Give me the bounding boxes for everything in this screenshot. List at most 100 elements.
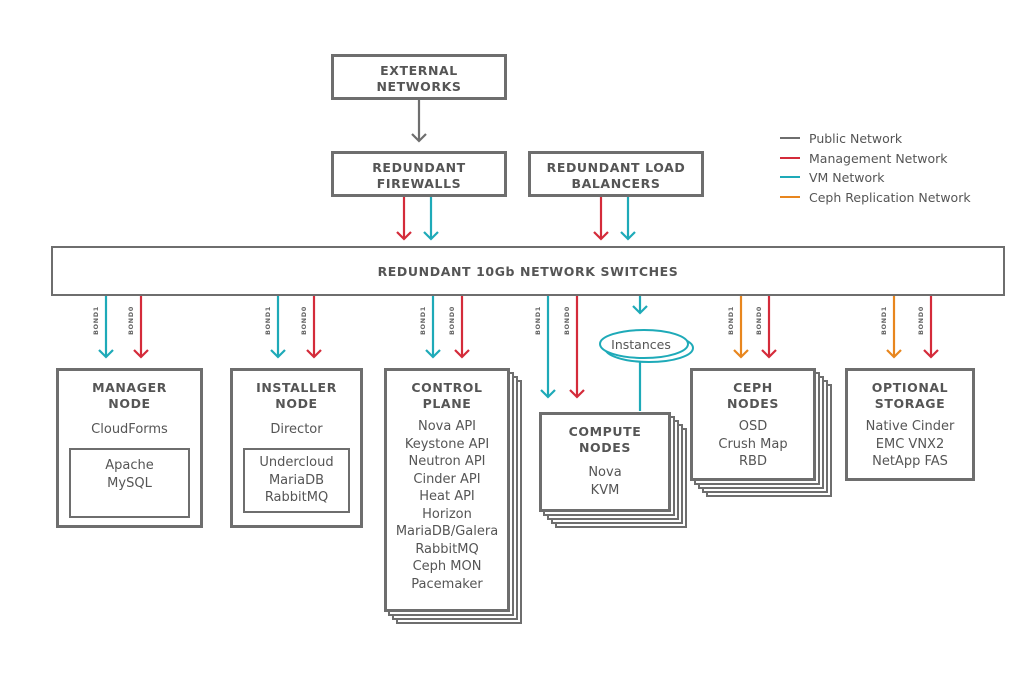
external-networks-box: EXTERNAL NETWORKS (331, 54, 507, 100)
legend-public: Public Network (780, 128, 902, 148)
bond0-label: BOND0 (917, 306, 925, 335)
bond0-label: BOND0 (127, 306, 135, 335)
compute-item: Nova (588, 465, 622, 480)
storage-item: NetApp FAS (872, 454, 948, 469)
legend-public-label: Public Network (809, 130, 903, 146)
ceph-item: OSD (738, 419, 768, 434)
manager-item: Apache (105, 458, 154, 473)
bond0-label: BOND0 (563, 306, 571, 335)
management-arrow-manager (133, 296, 149, 359)
control-plane-line1: CONTROL (411, 380, 483, 395)
bond1-label: BOND1 (534, 306, 542, 335)
vm-arrow-compute (540, 296, 556, 399)
bond1-label: BOND1 (419, 306, 427, 335)
bond1-label: BOND1 (264, 306, 272, 335)
optional-storage-line1: OPTIONAL (871, 380, 949, 395)
management-arrow-firewalls (396, 197, 412, 241)
optional-storage-box: OPTIONAL STORAGE Native Cinder EMC VNX2 … (845, 368, 975, 481)
vm-arrow-instances (632, 296, 648, 315)
public-arrow-external-firewalls (411, 100, 427, 143)
control-plane-item: Neutron API (408, 454, 486, 469)
control-plane-item: Pacemaker (411, 576, 483, 592)
compute-nodes-line2: NODES (578, 440, 631, 455)
management-arrow-ceph-nodes (761, 296, 777, 359)
control-plane-item: RabbitMQ (415, 541, 479, 557)
control-plane-item: Horizon (422, 506, 472, 522)
legend-ceph-swatch (780, 196, 800, 198)
network-switches-label: REDUNDANT 10Gb NETWORK SWITCHES (377, 264, 679, 279)
compute-nodes-box: COMPUTE NODES Nova KVM (539, 412, 671, 512)
storage-item: Native Cinder (865, 419, 955, 434)
legend-vm-swatch (780, 176, 800, 178)
legend-management-swatch (780, 157, 800, 159)
ceph-nodes-line1: CEPH (733, 380, 773, 395)
load-balancers-line2: BALANCERS (571, 176, 661, 191)
instances-label: Instances (611, 337, 671, 352)
external-networks-line1: EXTERNAL (380, 63, 458, 78)
management-arrow-control (454, 296, 470, 359)
firewalls-line1: REDUNDANT (372, 160, 466, 175)
installer-node-inner: Undercloud MariaDB RabbitMQ (243, 448, 350, 513)
firewalls-box: REDUNDANT FIREWALLS (331, 151, 507, 197)
control-plane-box: CONTROL PLANE Nova API Keystone API Neut… (384, 368, 510, 612)
installer-item: MariaDB (268, 472, 325, 488)
control-plane-item: Ceph MON (412, 559, 482, 574)
manager-node-inner: Apache MySQL (69, 448, 190, 518)
legend-management-label: Management Network (809, 150, 948, 166)
vm-arrow-load-balancers (620, 197, 636, 241)
management-arrow-compute (569, 296, 585, 399)
installer-item: RabbitMQ (264, 490, 329, 505)
installer-node-box: INSTALLER NODE Director Undercloud Maria… (230, 368, 363, 528)
management-arrow-installer (306, 296, 322, 359)
installer-node-line2: NODE (275, 396, 318, 411)
legend-ceph: Ceph Replication Network (780, 187, 971, 207)
optional-storage-line2: STORAGE (874, 396, 946, 411)
ceph-item: Crush Map (718, 436, 788, 452)
legend-vm-label: VM Network (809, 169, 885, 185)
ceph-nodes-line2: NODES (726, 396, 779, 411)
bond0-label: BOND0 (300, 306, 308, 335)
ceph-item: RBD (739, 454, 767, 469)
vm-arrow-control (425, 296, 441, 359)
load-balancers-line1: REDUNDANT LOAD (546, 160, 686, 175)
bond0-label: BOND0 (755, 306, 763, 335)
bond1-label: BOND1 (92, 306, 100, 335)
network-switches-bar: REDUNDANT 10Gb NETWORK SWITCHES (51, 246, 1005, 296)
external-networks-line2: NETWORKS (376, 79, 462, 94)
installer-item: Undercloud (259, 455, 334, 470)
bond0-label: BOND0 (448, 306, 456, 335)
compute-nodes-line1: COMPUTE (568, 424, 642, 439)
vm-arrow-firewalls (423, 197, 439, 241)
load-balancers-box: REDUNDANT LOAD BALANCERS (528, 151, 704, 197)
ceph-nodes-box: CEPH NODES OSD Crush Map RBD (690, 368, 816, 481)
control-plane-item: MariaDB/Galera (395, 524, 499, 539)
manager-node-line1: MANAGER (92, 380, 167, 395)
installer-node-line1: INSTALLER (256, 380, 337, 395)
control-plane-item: Keystone API (404, 436, 490, 452)
ceph-arrow-storage (886, 296, 902, 359)
manager-node-box: MANAGER NODE CloudForms Apache MySQL (56, 368, 203, 528)
vm-arrow-manager (98, 296, 114, 359)
installer-node-sub: Director (270, 422, 323, 437)
control-plane-item: Heat API (419, 489, 475, 504)
manager-node-sub: CloudForms (91, 422, 168, 437)
firewalls-line2: FIREWALLS (376, 176, 462, 191)
management-arrow-load-balancers (593, 197, 609, 241)
vm-arrow-installer (270, 296, 286, 359)
legend-vm: VM Network (780, 167, 885, 187)
legend-public-swatch (780, 137, 800, 139)
management-arrow-storage (923, 296, 939, 359)
legend-management: Management Network (780, 148, 948, 168)
ceph-arrow-ceph-nodes (733, 296, 749, 359)
manager-node-line2: NODE (108, 396, 151, 411)
control-plane-item: Nova API (417, 419, 477, 434)
compute-item: KVM (590, 482, 620, 498)
bond1-label: BOND1 (880, 306, 888, 335)
instances-node: Instances (599, 329, 694, 363)
manager-item: MySQL (107, 475, 152, 491)
control-plane-item: Cinder API (413, 471, 481, 487)
storage-item: EMC VNX2 (875, 436, 945, 452)
legend-ceph-label: Ceph Replication Network (809, 189, 971, 205)
bond1-label: BOND1 (727, 306, 735, 335)
